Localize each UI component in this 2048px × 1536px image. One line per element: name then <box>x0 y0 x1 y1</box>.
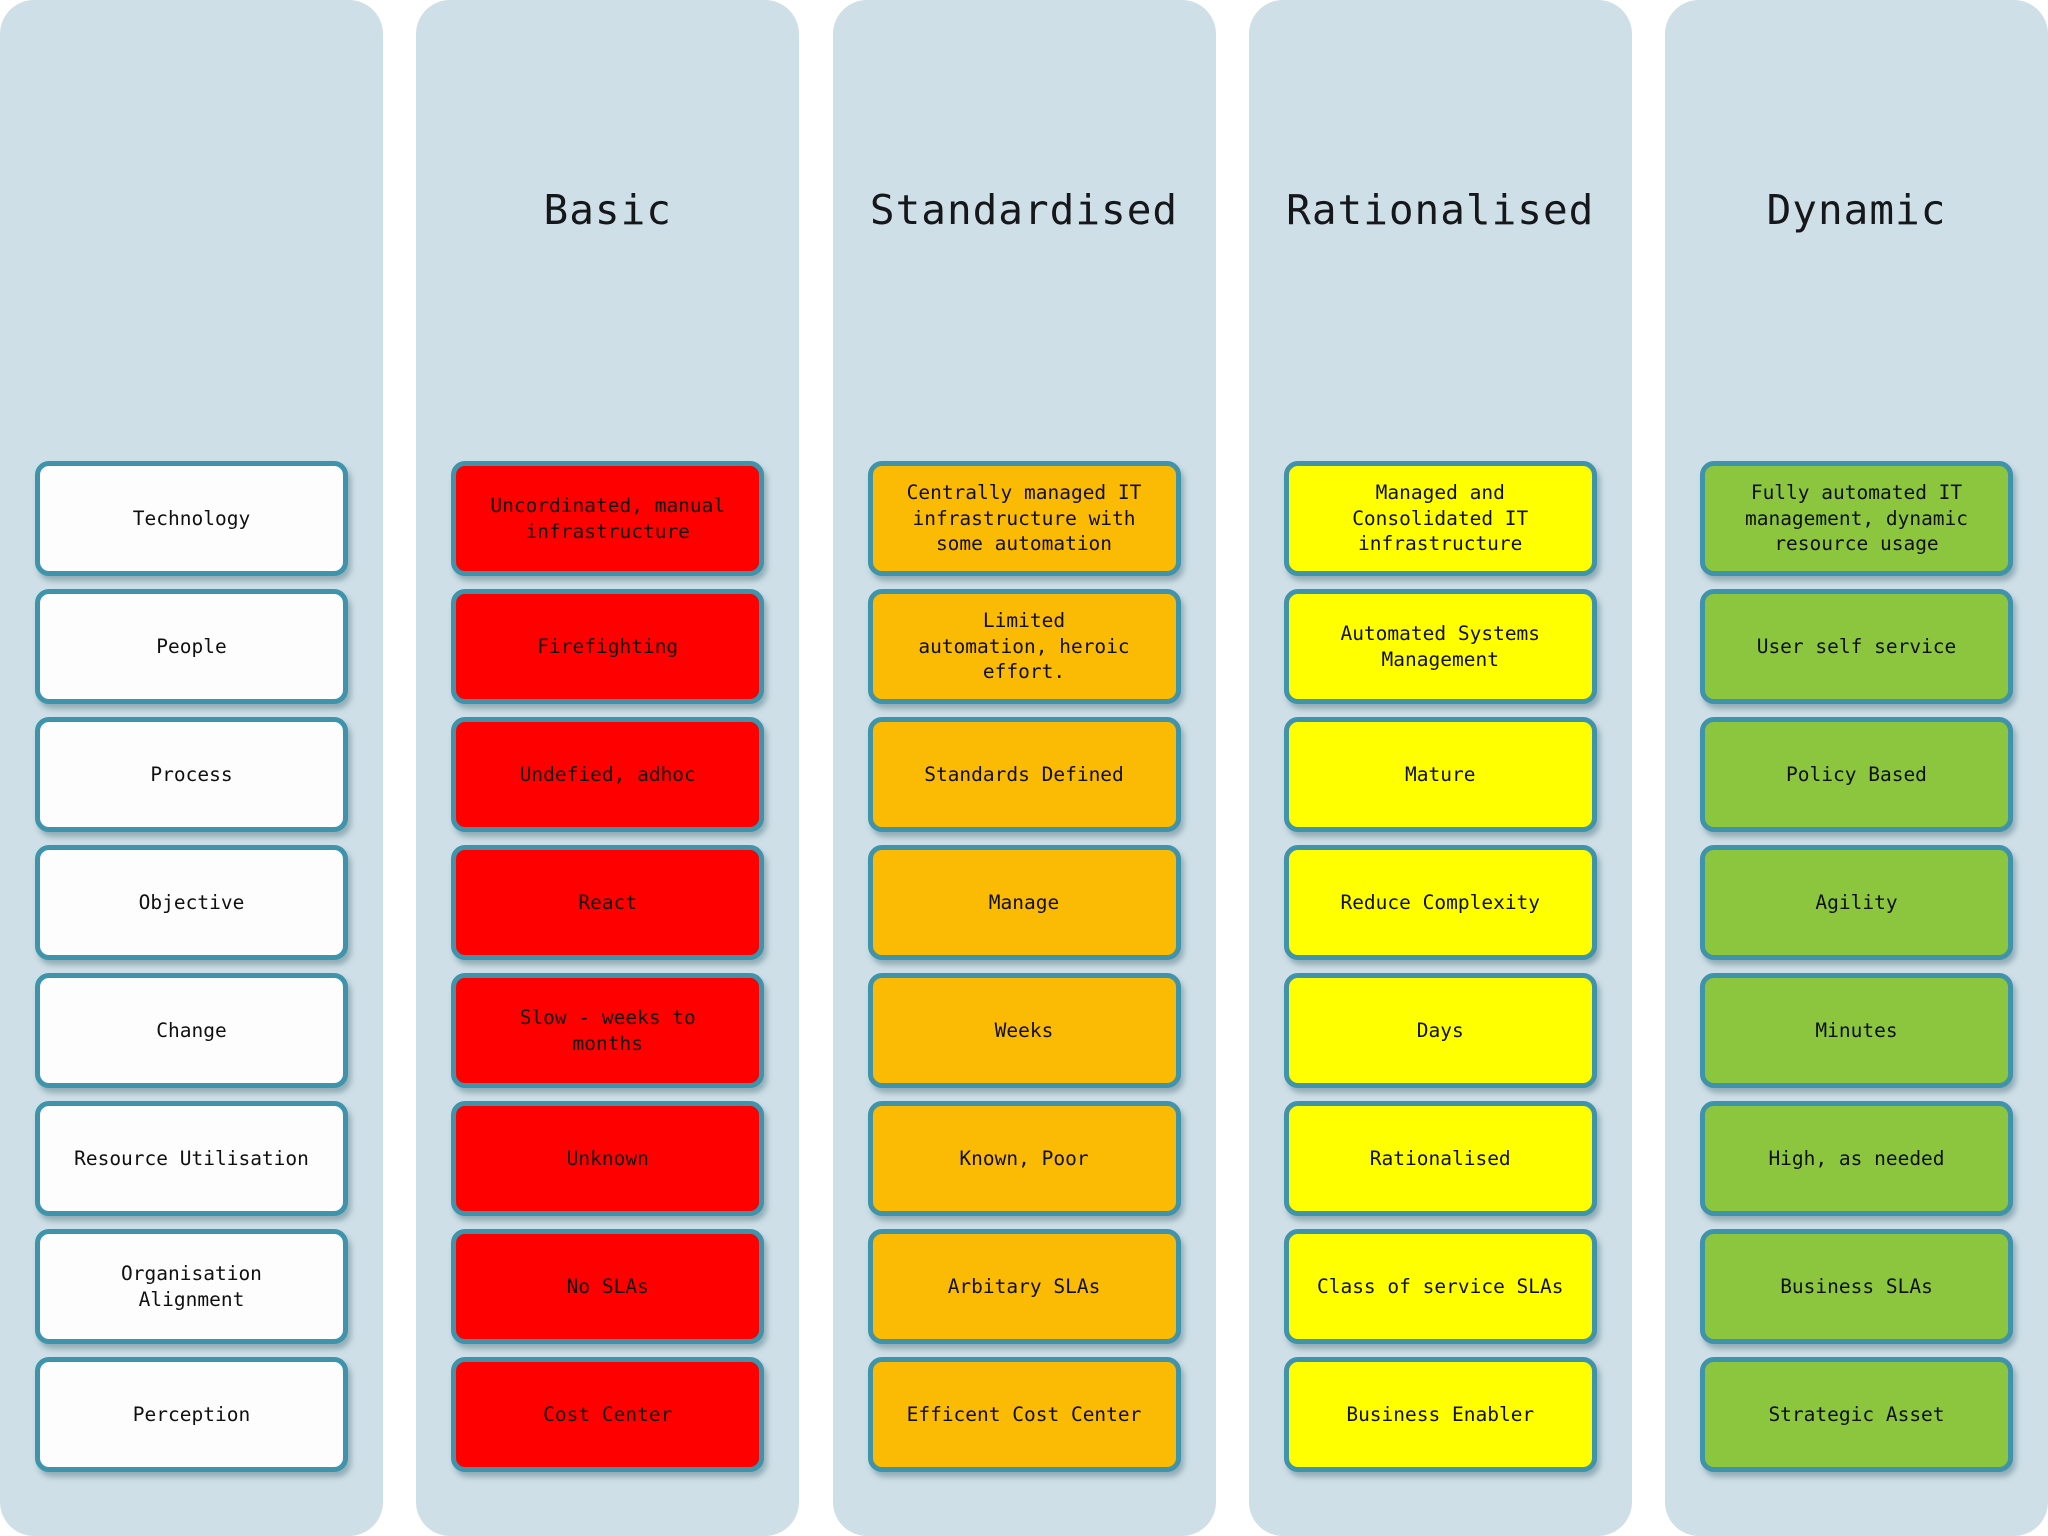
maturity-cell[interactable]: Business Enabler <box>1283 1357 1597 1472</box>
cell-label: Policy Based <box>1786 762 1927 786</box>
dimension-cell[interactable]: Technology <box>35 461 348 576</box>
column-header-standardised: Standardised <box>869 186 1179 234</box>
cell-label: Limited automation, heroic effort. <box>918 608 1130 684</box>
cell-label: User self service <box>1756 634 1957 658</box>
cell-label: Objective <box>138 890 245 914</box>
cell-label: Mature <box>1405 762 1476 786</box>
dimension-cell[interactable]: Resource Utilisation <box>35 1101 348 1216</box>
maturity-cell[interactable]: High, as needed <box>1700 1101 2013 1216</box>
maturity-cell[interactable]: User self service <box>1700 589 2013 704</box>
cell-label: Firefighting <box>537 634 679 658</box>
maturity-cell[interactable]: Standards Defined <box>867 717 1181 832</box>
maturity-cell[interactable]: Uncordinated, manual infrastructure <box>451 461 765 576</box>
column-header-rationalised: Rationalised <box>1286 186 1595 234</box>
maturity-cell[interactable]: Fully automated IT management, dynamic r… <box>1700 461 2013 576</box>
maturity-cell[interactable]: Manage <box>867 845 1181 960</box>
cell-label: React <box>578 890 638 914</box>
column-cells-standardised: Centrally managed IT infrastructure with… <box>833 461 1216 1472</box>
dimension-cell[interactable]: Objective <box>35 845 348 960</box>
maturity-cell[interactable]: Days <box>1283 973 1597 1088</box>
dimension-cell[interactable]: Process <box>35 717 348 832</box>
cell-label: Business SLAs <box>1780 1274 1933 1298</box>
cell-label: Organisation Alignment <box>121 1261 262 1311</box>
maturity-cell[interactable]: Business SLAs <box>1700 1229 2013 1344</box>
maturity-cell[interactable]: Strategic Asset <box>1700 1357 2013 1472</box>
cell-label: Weeks <box>994 1018 1054 1042</box>
cell-label: Minutes <box>1815 1018 1898 1042</box>
maturity-cell[interactable]: Cost Center <box>451 1357 765 1472</box>
maturity-cell[interactable]: Known, Poor <box>867 1101 1181 1216</box>
cell-label: Uncordinated, manual infrastructure <box>490 493 726 543</box>
maturity-cell[interactable]: Reduce Complexity <box>1283 845 1597 960</box>
cell-label: Perception <box>132 1402 251 1426</box>
maturity-cell[interactable]: Limited automation, heroic effort. <box>867 589 1181 704</box>
cell-label: Agility <box>1815 890 1898 914</box>
cell-label: Reduce Complexity <box>1340 890 1541 914</box>
cell-label: Change <box>156 1018 227 1042</box>
cell-label: Managed and Consolidated IT infrastructu… <box>1352 480 1529 556</box>
column-cells-rationalised: Managed and Consolidated IT infrastructu… <box>1249 461 1632 1472</box>
maturity-cell[interactable]: Slow - weeks to months <box>451 973 765 1088</box>
dimension-cell[interactable]: Organisation Alignment <box>35 1229 348 1344</box>
cell-label: Arbitary SLAs <box>947 1274 1101 1298</box>
maturity-cell[interactable]: Automated Systems Management <box>1283 589 1597 704</box>
maturity-cell[interactable]: No SLAs <box>451 1229 765 1344</box>
cell-label: Manage <box>988 890 1060 914</box>
maturity-cell[interactable]: Firefighting <box>451 589 765 704</box>
maturity-cell[interactable]: Unknown <box>451 1101 765 1216</box>
maturity-cell[interactable]: Managed and Consolidated IT infrastructu… <box>1283 461 1597 576</box>
cell-label: Standards Defined <box>924 762 1124 786</box>
cell-label: Centrally managed IT infrastructure with… <box>906 480 1142 556</box>
maturity-cell[interactable]: Efficent Cost Center <box>867 1357 1181 1472</box>
cell-label: Efficent Cost Center <box>906 1402 1142 1426</box>
cell-label: Known, Poor <box>959 1146 1089 1170</box>
column-header-dynamic: Dynamic <box>1766 186 1947 234</box>
maturity-cell[interactable]: Rationalised <box>1283 1101 1597 1216</box>
cell-label: Technology <box>132 506 251 530</box>
cell-label: Resource Utilisation <box>74 1146 309 1170</box>
maturity-cell[interactable]: Weeks <box>867 973 1181 1088</box>
dimension-cell[interactable]: People <box>35 589 348 704</box>
maturity-cell[interactable]: Arbitary SLAs <box>867 1229 1181 1344</box>
maturity-cell[interactable]: Undefied, adhoc <box>451 717 765 832</box>
cell-label: Business Enabler <box>1346 1402 1535 1426</box>
cell-label: Undefied, adhoc <box>519 762 696 786</box>
cell-label: Fully automated IT management, dynamic r… <box>1744 480 1969 556</box>
cell-label: Strategic Asset <box>1768 1402 1945 1426</box>
cell-label: Days <box>1416 1018 1464 1042</box>
cell-label: People <box>156 634 227 658</box>
column-cells-dynamic: Fully automated IT management, dynamic r… <box>1665 461 2048 1472</box>
maturity-cell[interactable]: Centrally managed IT infrastructure with… <box>867 461 1181 576</box>
cell-label: Automated Systems Management <box>1340 621 1541 671</box>
column-header-basic: Basic <box>543 186 672 234</box>
maturity-cell[interactable]: Agility <box>1700 845 2013 960</box>
cell-label: Class of service SLAs <box>1316 1274 1564 1298</box>
maturity-cell[interactable]: Minutes <box>1700 973 2013 1088</box>
cell-label: Process <box>150 762 233 786</box>
cell-label: Rationalised <box>1369 1146 1511 1170</box>
maturity-cell[interactable]: Policy Based <box>1700 717 2013 832</box>
cell-label: Cost Center <box>543 1402 673 1426</box>
cell-label: Slow - weeks to months <box>519 1005 696 1055</box>
maturity-cell[interactable]: React <box>451 845 765 960</box>
cell-label: High, as needed <box>1768 1146 1945 1170</box>
dimension-cell[interactable]: Perception <box>35 1357 348 1472</box>
maturity-cell[interactable]: Mature <box>1283 717 1597 832</box>
cell-label: Unknown <box>566 1146 649 1170</box>
cell-label: No SLAs <box>566 1274 649 1298</box>
maturity-cell[interactable]: Class of service SLAs <box>1283 1229 1597 1344</box>
dimension-cell[interactable]: Change <box>35 973 348 1088</box>
